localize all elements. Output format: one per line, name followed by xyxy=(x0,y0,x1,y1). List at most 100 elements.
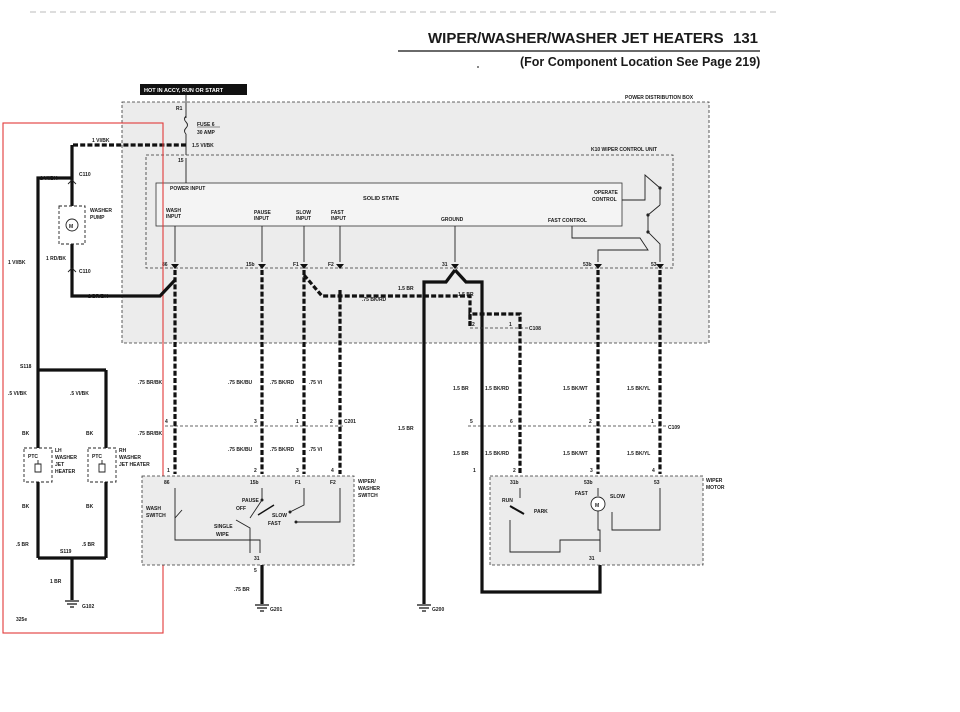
motor-pin-53: 53 xyxy=(654,480,660,486)
fuse-rating: 30 AMP xyxy=(197,130,216,136)
wire-label-left: 1 VI/BK xyxy=(40,176,58,182)
power-box-label: POWER DISTRIBUTION BOX xyxy=(625,95,694,101)
highlight-box xyxy=(2,122,164,634)
wire-label-outer: 1 VI/BK xyxy=(8,260,26,266)
hot-label-box xyxy=(140,84,247,95)
unit-pin-53b: 53b xyxy=(583,262,592,268)
c201-lower-pin-3: 3 xyxy=(296,468,299,474)
wire-lh-top-label: .5 VI/BK xyxy=(8,391,27,397)
motor-int-53 xyxy=(611,488,661,531)
c109-pin-1: 1 xyxy=(651,419,654,425)
relay-contact-1 xyxy=(658,186,662,190)
page-title: WIPER/WASHER/WASHER JET HEATERS xyxy=(428,30,724,47)
wire-ground-motor xyxy=(453,268,602,594)
wire-15b-label: .75 BK/BU xyxy=(228,380,253,386)
g200-label: G200 xyxy=(432,607,444,613)
motor-pin-31b: 31b xyxy=(510,480,519,486)
wire-rh-bottom-label: .5 BR xyxy=(82,542,95,548)
solid-state-module xyxy=(155,182,623,227)
wire-rh-top-label: .5 VI/BK xyxy=(70,391,89,397)
pump-motor-icon xyxy=(65,218,79,232)
s118-splice xyxy=(36,361,106,372)
wire-f2-label: .75 VI xyxy=(309,380,323,386)
motor-brush-link xyxy=(597,511,601,552)
fuse-icon xyxy=(184,115,188,135)
switch-pin-f1: F1 xyxy=(295,480,301,486)
off-pos-label: OFF xyxy=(236,506,246,512)
wire-ground-label-2: 1.5 BR xyxy=(458,292,474,298)
wire-bk-wt-lower-label: 1.5 BK/WT xyxy=(563,451,588,457)
wire-lh-bottom-label: .5 BR xyxy=(16,542,29,548)
rh-ptc-label: PTC xyxy=(92,454,102,460)
wire-ground-left-label: 1 BR xyxy=(50,579,62,585)
unit-pin-f1: F1 xyxy=(293,262,299,268)
unit-pin-31: 31 xyxy=(442,262,448,268)
c201-lower-pin-4: 4 xyxy=(331,468,334,474)
r1-label: R1 xyxy=(176,106,183,112)
wire-rd-bk-label: 1 RD/BK xyxy=(46,256,66,262)
motor-slow-label: SLOW xyxy=(610,494,625,500)
bk-lh-bottom-label: BK xyxy=(22,504,30,510)
c109-lower-pin-2: 2 xyxy=(513,468,516,474)
switch-pin-15b: 15b xyxy=(250,480,259,486)
unit-pin-arrows xyxy=(171,264,664,269)
c201-lower-pin-1: 1 xyxy=(167,468,170,474)
wire-vi-bk-outer xyxy=(36,176,72,361)
relay-line-3 xyxy=(571,226,649,262)
wire-ground-label-1: 1.5 BR xyxy=(398,286,414,292)
c110-top-connector xyxy=(67,179,77,185)
slow-pos-label: SLOW xyxy=(272,513,287,519)
c109-lower-pin-3: 3 xyxy=(590,468,593,474)
bk-rh-label: BK xyxy=(86,431,94,437)
k10-label: K10 WIPER CONTROL UNIT xyxy=(591,147,657,153)
switch-int-f2 xyxy=(296,488,341,523)
ground-g102-icon xyxy=(65,600,79,608)
c109-label: C109 xyxy=(668,425,680,431)
pin-15-label: 15 xyxy=(178,158,184,164)
hot-label: HOT IN ACCY, RUN OR START xyxy=(144,88,224,94)
wire-bk-yl-label: 1.5 BK/YL xyxy=(627,386,650,392)
wire-switch-ground-label: .75 BR xyxy=(234,587,250,593)
wire-ground-label-4: 1.5 BR xyxy=(453,386,469,392)
arrow-53 xyxy=(656,264,664,269)
wire-f1-label: .75 BK/RD xyxy=(270,380,295,386)
fast-pos-label: FAST xyxy=(268,521,281,527)
motor-symbol: M xyxy=(595,503,599,509)
ground-label: GROUND xyxy=(441,217,464,223)
motor-pin-31: 31 xyxy=(589,556,595,562)
pause-pos-label: PAUSE xyxy=(242,498,260,504)
relay-contact-3 xyxy=(646,230,650,234)
figure-code: 325e xyxy=(16,617,27,623)
wire-15b-lower-label: .75 BK/BU xyxy=(228,447,253,453)
solid-state-label: SOLID STATE xyxy=(363,196,399,202)
motor-fast-label: FAST xyxy=(575,491,588,497)
wire-86-label: .75 BR/BK xyxy=(138,380,163,386)
g201-label: G201 xyxy=(270,607,282,613)
c108-pin-2: 2 xyxy=(472,322,475,328)
scan-dot xyxy=(477,66,479,68)
wire-after-fuse: 1.5 VI/BK xyxy=(192,143,214,149)
switch-int-15b xyxy=(249,488,263,519)
s119-label: S119 xyxy=(60,549,72,555)
bk-rh-bottom-label: BK xyxy=(86,504,94,510)
arrow-f1 xyxy=(300,264,308,269)
switch-int-wash xyxy=(174,509,183,519)
rh-ptc-resistor-icon xyxy=(98,460,106,473)
lh-ptc-resistor-icon xyxy=(34,460,42,473)
wire-ground-label-5: 1.5 BR xyxy=(453,451,469,457)
wire-bk-rd-lower-label: 1.5 BK/RD xyxy=(485,451,510,457)
c109-lower-pin-1: 1 xyxy=(473,468,476,474)
wire-f1-lower-label: .75 BK/RD xyxy=(270,447,295,453)
arrow-86 xyxy=(171,264,179,269)
motor-park-label: PARK xyxy=(534,509,548,515)
c109-pin-6: 6 xyxy=(510,419,513,425)
c110-top-label: C110 xyxy=(79,172,91,178)
